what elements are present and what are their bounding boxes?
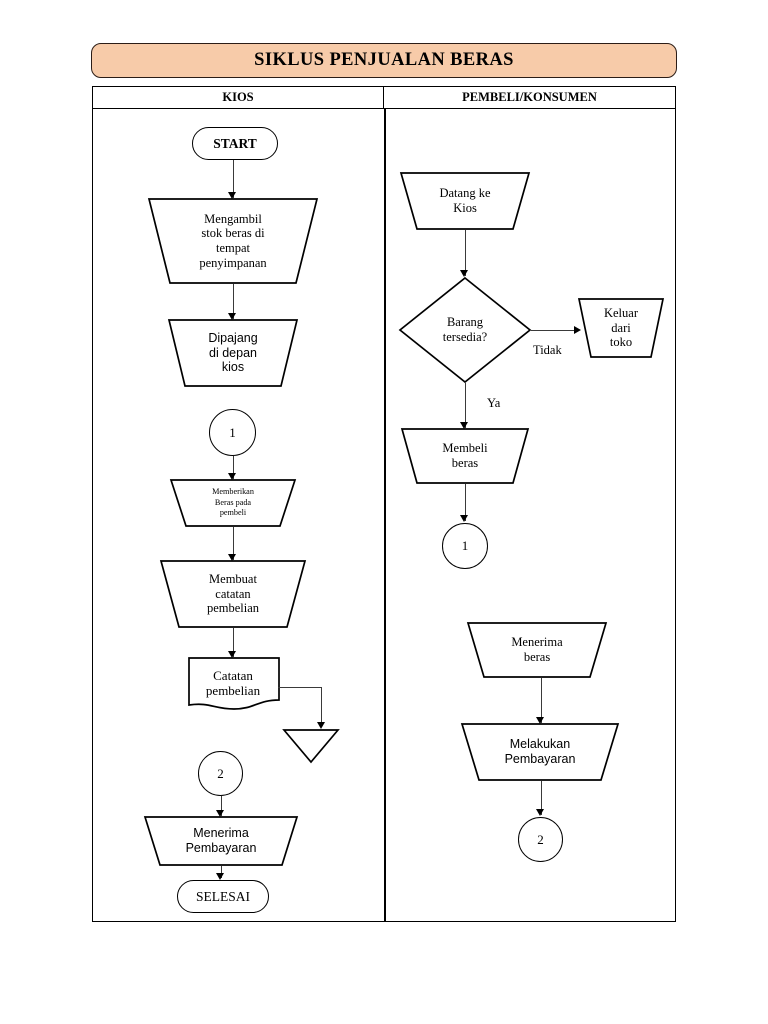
trapezoid-shape xyxy=(147,198,319,284)
node-mengambil-stok[interactable]: Mengambil stok beras di tempat penyimpan… xyxy=(147,198,319,284)
diagram-title-banner: SIKLUS PENJUALAN BERAS xyxy=(91,43,677,78)
connector-circle-1-in[interactable]: 1 xyxy=(209,409,256,456)
arrowhead-arsip xyxy=(316,722,325,729)
arrowhead-circle2-out xyxy=(536,809,544,816)
connector-circle-1-out[interactable]: 1 xyxy=(442,523,488,569)
connector-circle-1-out-label: 1 xyxy=(461,538,469,554)
swimlane-header-row: KIOS PEMBELI/KONSUMEN xyxy=(93,87,675,109)
connector-pembayaran-to-circle2 xyxy=(540,781,542,815)
trapezoid-shape xyxy=(169,479,297,527)
node-membeli-beras[interactable]: Membeli beras xyxy=(400,428,530,484)
node-start[interactable]: START xyxy=(192,127,278,160)
connector-start-to-ambil xyxy=(232,160,234,198)
connector-circle1-to-memberikan xyxy=(232,456,234,479)
connector-membuat-to-dokumen xyxy=(232,628,234,657)
triangle-archive-shape xyxy=(282,729,340,764)
trapezoid-shape xyxy=(167,319,299,387)
connector-menerima-beras-to-pembayaran xyxy=(540,678,542,723)
node-menerima-pembayaran-label: Menerima Pembayaran xyxy=(185,826,257,855)
trapezoid-shape xyxy=(466,622,608,678)
node-arsip-triangle[interactable] xyxy=(282,729,340,764)
connector-tidak-h xyxy=(531,330,579,332)
connector-ambil-to-dipajang xyxy=(232,284,234,319)
node-menerima-pembayaran[interactable]: Menerima Pembayaran xyxy=(143,816,299,866)
connector-datang-to-diamond xyxy=(464,230,466,276)
arrowhead-keluar-toko xyxy=(574,325,581,334)
trapezoid-shape xyxy=(159,560,307,628)
arrowhead-barang-tersedia xyxy=(460,270,468,277)
connector-dokumen-to-arsip-v xyxy=(321,687,323,727)
arrowhead-memberikan xyxy=(228,473,236,480)
node-catatan-dokumen-label: Catatan pembelian xyxy=(205,667,261,698)
node-melakukan-pembayaran[interactable]: Melakukan Pembayaran xyxy=(460,723,620,781)
edge-label-ya: Ya xyxy=(487,396,501,410)
node-selesai-label: SELESAI xyxy=(196,888,250,904)
swimlane-table: KIOS PEMBELI/KONSUMEN xyxy=(92,86,676,922)
arrowhead-membuat xyxy=(228,554,236,561)
arrowhead-ambil xyxy=(228,192,236,199)
connector-circle-2-out[interactable]: 2 xyxy=(518,817,563,862)
node-menerima-beras-label: Menerima beras xyxy=(511,635,563,664)
trapezoid-shape xyxy=(399,172,531,230)
connector-circle-2-in[interactable]: 2 xyxy=(198,751,243,796)
connector-menerima-to-selesai xyxy=(220,866,222,878)
node-melakukan-pembayaran-label: Melakukan Pembayaran xyxy=(504,737,576,766)
connector-circle-1-in-label: 1 xyxy=(229,424,236,440)
connector-memberikan-to-membuat xyxy=(232,527,234,560)
page-title: SIKLUS PENJUALAN BERAS xyxy=(254,50,514,70)
node-dipajang[interactable]: Dipajang di depan kios xyxy=(167,319,299,387)
connector-circle-2-in-label: 2 xyxy=(217,765,224,781)
swimlane-header-pembeli: PEMBELI/KONSUMEN xyxy=(462,90,597,104)
connector-dokumen-to-arsip-h xyxy=(278,687,322,689)
arrowhead-dipajang xyxy=(228,313,236,320)
trapezoid-shape xyxy=(460,723,620,781)
connector-circle-2-out-label: 2 xyxy=(537,831,544,847)
diamond-shape xyxy=(398,276,532,384)
node-memberikan-beras[interactable]: Memberikan Beras pada pembeli xyxy=(169,479,297,527)
node-membuat-catatan[interactable]: Membuat catatan pembelian xyxy=(159,560,307,628)
node-keluar-dari-toko-label: Keluar dari toko xyxy=(603,305,638,350)
node-catatan-dokumen[interactable]: Catatan pembelian xyxy=(188,657,280,710)
document-shape xyxy=(188,657,280,710)
arrowhead-dokumen xyxy=(228,651,236,658)
arrowhead-melakukan-pembayaran xyxy=(536,717,544,724)
node-selesai[interactable]: SELESAI xyxy=(177,880,269,913)
node-barang-tersedia[interactable]: Barang tersedia? xyxy=(398,276,532,384)
node-keluar-dari-toko[interactable]: Keluar dari toko xyxy=(577,298,665,358)
swimlane-header-kios: KIOS xyxy=(93,87,384,108)
connector-ya-v xyxy=(464,383,466,428)
node-datang-ke-kios-label: Datang ke Kios xyxy=(439,186,491,215)
trapezoid-shape xyxy=(577,298,665,358)
trapezoid-shape xyxy=(143,816,299,866)
node-memberikan-beras-label: Memberikan Beras pada pembeli xyxy=(212,487,254,518)
node-datang-ke-kios[interactable]: Datang ke Kios xyxy=(399,172,531,230)
edge-label-tidak: Tidak xyxy=(533,343,562,357)
node-mengambil-stok-label: Mengambil stok beras di tempat penyimpan… xyxy=(199,211,267,270)
node-membeli-beras-label: Membeli beras xyxy=(442,441,488,470)
arrowhead-selesai xyxy=(216,873,224,880)
connector-circle2-to-menerima xyxy=(220,796,222,816)
arrowhead-membeli-beras xyxy=(460,422,468,429)
arrowhead-menerima-pembayaran xyxy=(216,810,224,817)
connector-membeli-to-circle1 xyxy=(464,484,466,521)
node-start-label: START xyxy=(213,135,257,151)
node-dipajang-label: Dipajang di depan kios xyxy=(208,330,258,375)
arrowhead-circle1-out xyxy=(460,515,468,522)
node-barang-tersedia-label: Barang tersedia? xyxy=(442,315,488,344)
node-menerima-beras[interactable]: Menerima beras xyxy=(466,622,608,678)
node-membuat-catatan-label: Membuat catatan pembelian xyxy=(206,571,260,616)
swimlane-divider xyxy=(384,109,386,921)
trapezoid-shape xyxy=(400,428,530,484)
